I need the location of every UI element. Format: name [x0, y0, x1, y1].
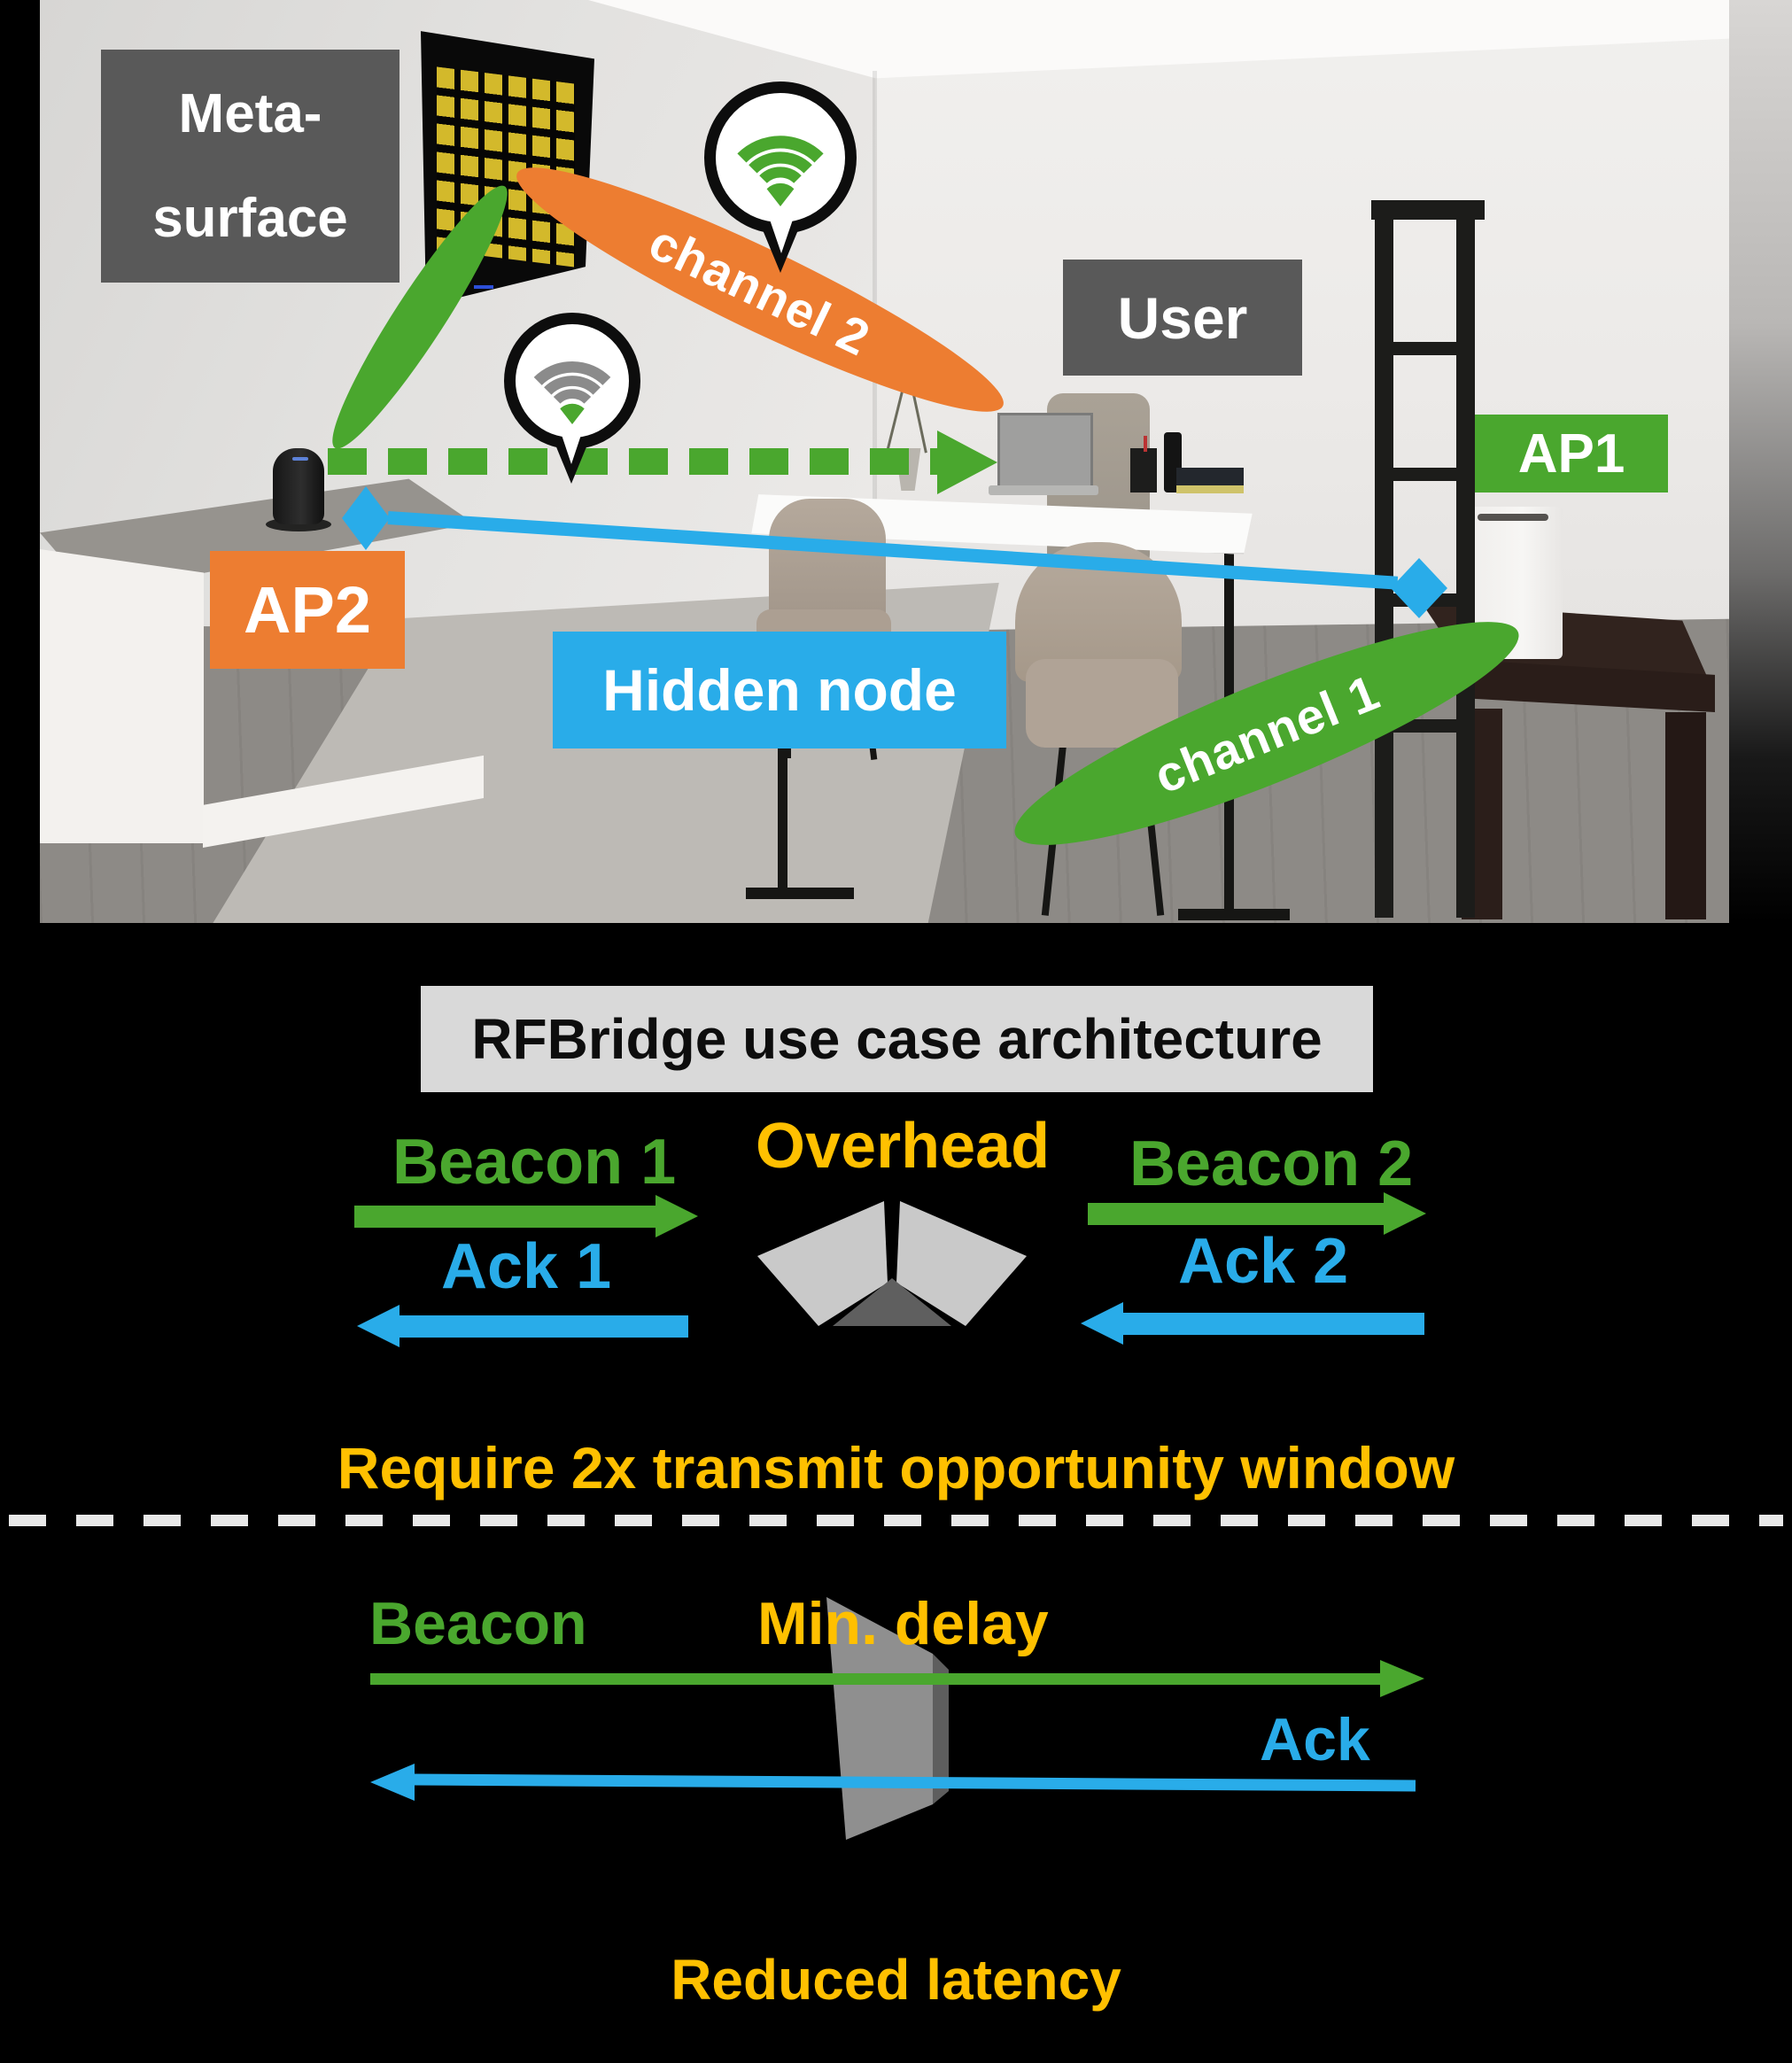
beacon2-label: Beacon 2: [1129, 1128, 1414, 1199]
laptop-base: [989, 485, 1098, 495]
shelf-board: [1375, 468, 1475, 481]
wifi-balloon-idle: [504, 313, 640, 449]
beacon2-arrow: [1088, 1203, 1385, 1225]
wifi-balloon-active: [704, 81, 857, 234]
ack-long-arrowhead: [370, 1764, 415, 1801]
laptop-screen: [997, 413, 1093, 492]
cabinet-side: [40, 549, 204, 843]
ack1-arrowhead: [357, 1305, 400, 1347]
shelf-board: [1375, 342, 1475, 355]
pen-cup: [1130, 448, 1157, 492]
caption-require: Require 2x transmit opportunity window: [337, 1435, 1455, 1501]
beacon-long-arrow: [370, 1673, 1382, 1685]
shelf-rail: [1456, 209, 1475, 918]
ap1-label: AP1: [1475, 415, 1668, 492]
arrowhead-icon: [937, 430, 997, 494]
ack-label: Ack: [1260, 1706, 1370, 1773]
beacon-label: Beacon: [369, 1590, 587, 1657]
hidden-node-label: Hidden node: [553, 632, 1006, 748]
ack2-arrowhead: [1081, 1302, 1123, 1345]
beacon-long-arrowhead: [1380, 1660, 1424, 1697]
chair: [769, 499, 886, 624]
overhead-metasurface-icon: [757, 1201, 1027, 1326]
diagram-title: RFBridge use case architecture: [421, 986, 1373, 1092]
ap2-label: AP2: [210, 551, 405, 669]
metasurface-label-line2: surface: [152, 187, 348, 249]
wifi-icon: [737, 136, 824, 206]
desk-foot: [746, 888, 854, 899]
right-wall-shadow: [1729, 0, 1792, 923]
room-scene: channel 2 channel 1 Meta- surface User A…: [0, 0, 1792, 923]
table-leg: [1665, 712, 1706, 919]
beacon1-label: Beacon 1: [392, 1127, 677, 1198]
book-pages: [1176, 485, 1244, 493]
metasurface-label-line1: Meta-: [178, 82, 322, 144]
dashed-separator: [9, 1515, 1783, 1526]
pen: [1144, 436, 1147, 452]
beacon1-arrow: [354, 1206, 657, 1228]
metasurface-axis-marker: [474, 285, 493, 290]
ap2-speaker: [273, 448, 324, 524]
overhead-label: Overhead: [756, 1111, 1051, 1182]
beacon1-arrowhead: [656, 1195, 698, 1237]
metasurface-label: Meta- surface: [101, 50, 400, 283]
desk-foot: [1178, 909, 1290, 920]
beacon2-arrowhead: [1384, 1192, 1426, 1235]
shelf-rail: [1375, 213, 1393, 918]
ack2-label: Ack 2: [1178, 1226, 1349, 1297]
ap2-speaker-led: [292, 457, 308, 461]
ap1-device-vent: [1478, 514, 1548, 521]
wifi-idle-icon: [533, 361, 611, 424]
ack2-arrow: [1121, 1313, 1424, 1335]
ack1-arrow: [398, 1315, 688, 1338]
ack1-label: Ack 1: [441, 1231, 612, 1302]
book: [1176, 468, 1244, 487]
user-label: User: [1063, 260, 1302, 376]
wireless-link-dashed: [328, 448, 939, 475]
caption-reduced-latency: Reduced latency: [671, 1948, 1121, 2012]
min-delay-label: Min. delay: [757, 1590, 1049, 1657]
